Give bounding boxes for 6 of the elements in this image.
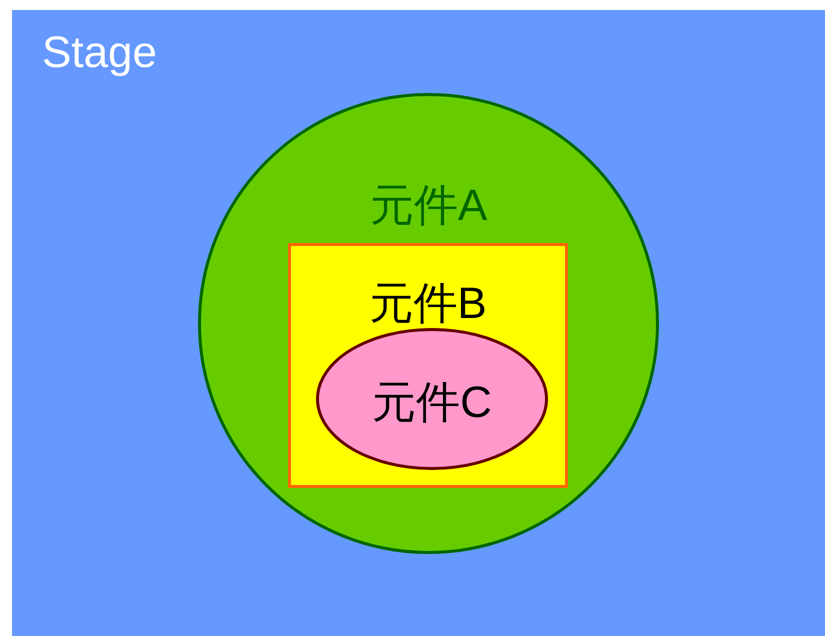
component-label: Stage [42, 28, 157, 78]
component-label: 元件C [372, 377, 492, 429]
component-label: 元件B [369, 278, 487, 330]
component-box [288, 243, 568, 488]
component-label: 元件A [370, 180, 488, 232]
stage-panel [12, 10, 825, 636]
